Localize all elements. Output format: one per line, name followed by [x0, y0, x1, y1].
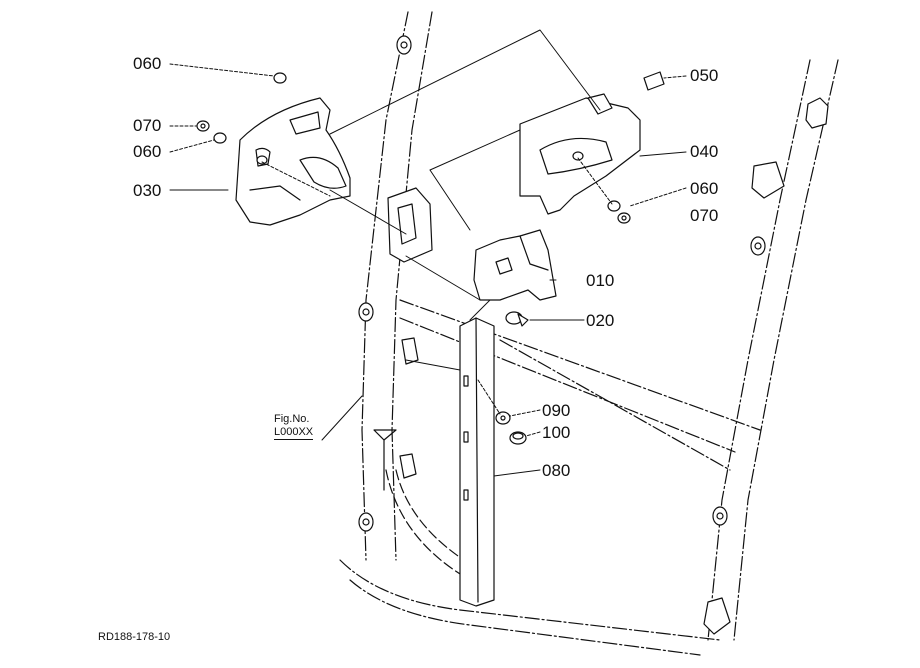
- label-100: 100: [542, 423, 571, 442]
- part-020-bolt: [505, 311, 529, 327]
- hinge-plate: [387, 187, 433, 263]
- fig-reference-line1: Fig.No.: [274, 413, 310, 425]
- label-010: 010: [586, 271, 615, 290]
- part-050-clip: [643, 71, 665, 91]
- pillar-grommets: [358, 35, 766, 532]
- fasteners: [196, 72, 631, 224]
- part-030-left-cover: [235, 97, 351, 226]
- label-060-top-left: 060: [133, 54, 162, 73]
- label-090: 090: [542, 401, 571, 420]
- part-100-cap: [509, 431, 527, 445]
- label-040: 040: [690, 142, 719, 161]
- part-010-bracket: [473, 229, 557, 301]
- drawing-code: RD188-178-10: [98, 631, 171, 643]
- reference-lines: [329, 29, 601, 371]
- label-060-right: 060: [690, 179, 719, 198]
- fig-reference-line2: L000XX: [274, 426, 314, 441]
- label-030: 030: [133, 181, 162, 200]
- left-pillar: [361, 11, 433, 561]
- label-070-left: 070: [133, 116, 162, 135]
- label-080: 080: [542, 461, 571, 480]
- label-070-right: 070: [690, 206, 719, 225]
- label-050: 050: [690, 66, 719, 85]
- cross-frame: [339, 299, 761, 656]
- leader-lines: [169, 63, 687, 477]
- lower-slot: [373, 429, 397, 491]
- pillar-clips: [399, 97, 829, 635]
- label-020: 020: [586, 311, 615, 330]
- label-060-left: 060: [133, 142, 162, 161]
- right-pillar: [707, 59, 839, 641]
- part-080-pillar-cover: [459, 317, 495, 607]
- fig-reference: Fig.No. L000XX: [274, 413, 314, 441]
- part-090-screw: [495, 411, 511, 425]
